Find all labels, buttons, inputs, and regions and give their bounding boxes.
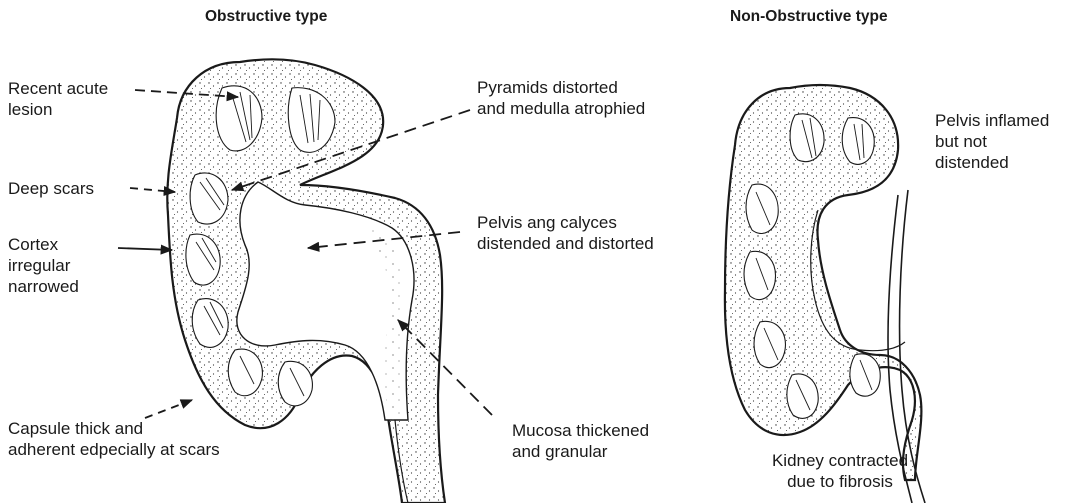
non-obstructive-type-title: Non-Obstructive type	[730, 8, 888, 26]
label-pyramids: Pyramids distorted and medulla atrophied	[477, 77, 645, 119]
label-pelvis-inflamed: Pelvis inflamed but not distended	[935, 110, 1049, 173]
leader-cortex	[118, 248, 172, 250]
leader-capsule	[145, 400, 192, 418]
label-mucosa: Mucosa thickened and granular	[512, 420, 649, 462]
non-obstructive-kidney	[725, 85, 925, 503]
obstructive-type-title: Obstructive type	[205, 8, 327, 26]
label-cortex: Cortex irregular narrowed	[8, 234, 79, 297]
label-pelvis-calyces: Pelvis ang calyces distended and distort…	[477, 212, 654, 254]
label-deep-scars: Deep scars	[8, 178, 94, 199]
label-capsule: Capsule thick and adherent edpecially at…	[8, 418, 220, 460]
label-recent-acute-lesion: Recent acute lesion	[8, 78, 108, 120]
label-kidney-contracted: Kidney contracted due to fibrosis	[750, 450, 930, 492]
